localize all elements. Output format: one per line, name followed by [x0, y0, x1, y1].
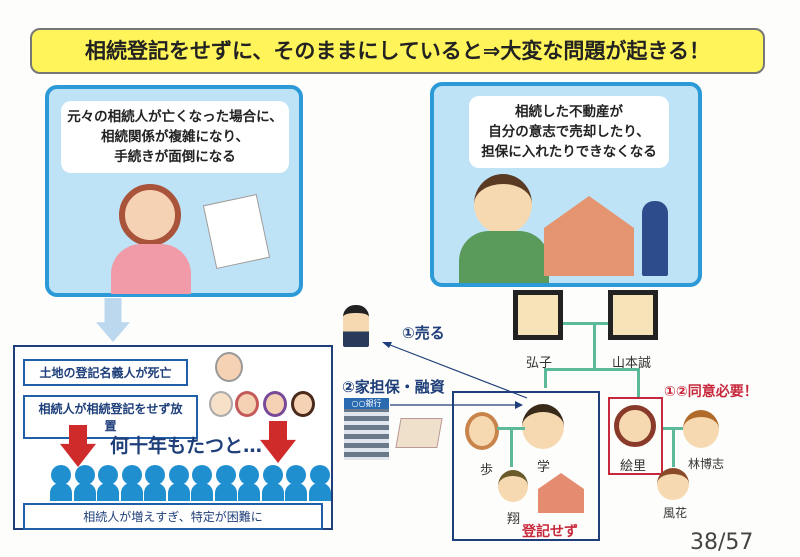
woman-body-icon: [111, 244, 191, 294]
ayumi-face-icon: [465, 412, 499, 450]
man-body-icon: [459, 231, 549, 283]
name-manabu: 学: [537, 460, 551, 475]
heir-person-icon: [97, 465, 119, 503]
bank-building-icon: ○○銀行: [344, 398, 389, 460]
name-hiroshi: 林博志: [688, 457, 725, 471]
bubble-line: 手続きが面倒になる: [114, 149, 236, 165]
eri-highlight-box: [608, 397, 663, 475]
fuka-face-icon: [657, 468, 689, 500]
page-title: 相続登記をせずに、そのままにしていると⇒大変な問題が起きる！: [30, 28, 765, 74]
inheritance-info-box: 土地の登記名義人が死亡 相続人が相続登記をせず放置 何十年もたつと… 相続人が増…: [13, 345, 333, 530]
left-illustration-panel: 元々の相続人が亡くなった場合に、 相続関係が複雑になり、 手続きが面倒になる: [45, 85, 303, 297]
left-speech-bubble: 元々の相続人が亡くなった場合に、 相続関係が複雑になり、 手続きが面倒になる: [61, 101, 289, 173]
name-hiroko: 弘子: [526, 356, 553, 371]
heir-person-icon: [308, 465, 331, 503]
worried-woman-icon: [119, 184, 181, 246]
buyer-icon: [343, 305, 369, 347]
mortgage-label: ②家担保・融資: [342, 378, 445, 396]
bubble-line: 相続関係が複雑になり、: [101, 129, 249, 145]
unregistered-label: 登記せず: [522, 524, 578, 540]
heir-person-icon: [144, 465, 166, 503]
eri-face-icon: [614, 405, 656, 447]
consent-label: ①②同意必要！: [664, 384, 758, 400]
deceased-owner-label: 土地の登記名義人が死亡: [23, 359, 188, 386]
bubble-line: 担保に入れたりできなくなる: [481, 144, 657, 160]
manabu-face-icon: [522, 404, 564, 449]
name-fuka: 風花: [663, 506, 688, 520]
bank-sign: ○○銀行: [344, 398, 389, 409]
sell-label: ①売る: [402, 324, 445, 342]
heir-person-icon: [120, 465, 143, 503]
right-speech-bubble: 相続した不動産が 自分の意志で売却したり、 担保に入れたりできなくなる: [469, 96, 669, 168]
too-many-heirs-label: 相続人が増えすぎ、特定が困難に: [23, 503, 323, 530]
name-ayumi: 歩: [480, 463, 494, 478]
portrait-makoto: [608, 290, 658, 340]
name-makoto: 山本誠: [612, 356, 652, 371]
portrait-hiroko: [513, 290, 563, 340]
page-number: 38/57: [690, 530, 754, 555]
sho-face-icon: [498, 470, 528, 502]
bubble-line: 相続した不動産が: [515, 104, 623, 120]
heir-person-icon: [285, 465, 307, 503]
elderly-man-icon: [215, 352, 243, 382]
sell-arrow: [384, 342, 528, 399]
heir-face-icon: [291, 391, 315, 417]
heir-person-icon: [191, 465, 213, 503]
heir-person-icon: [261, 465, 284, 503]
money-stack-icon: [395, 418, 443, 448]
heir-person-icon: [214, 465, 237, 503]
heirs-neglect-label: 相続人が相続登記をせず放置: [23, 395, 198, 439]
unregistered-family-box: [452, 391, 600, 541]
bubble-line: 自分の意志で売却したり、: [488, 124, 650, 140]
heir-face-icon: [209, 391, 233, 417]
agent-icon: [642, 201, 668, 276]
decades-pass-text: 何十年もたつと…: [110, 435, 263, 457]
sell-arrowhead: [382, 342, 392, 348]
man-icon: [474, 174, 532, 234]
heir-face-icon: [235, 391, 259, 417]
name-sho: 翔: [507, 512, 521, 527]
bubble-line: 元々の相続人が亡くなった場合に、: [67, 109, 283, 125]
heir-person-icon: [238, 465, 260, 503]
right-illustration-panel: 相続した不動産が 自分の意志で売却したり、 担保に入れたりできなくなる: [430, 82, 702, 287]
heir-person-icon: [167, 465, 190, 503]
name-eri: 絵里: [620, 459, 647, 474]
heir-person-icon: [50, 465, 72, 503]
hiroshi-face-icon: [683, 410, 719, 448]
heir-face-icon: [263, 391, 287, 417]
loan-arrowhead: [515, 401, 523, 409]
heir-person-icon: [73, 465, 96, 503]
